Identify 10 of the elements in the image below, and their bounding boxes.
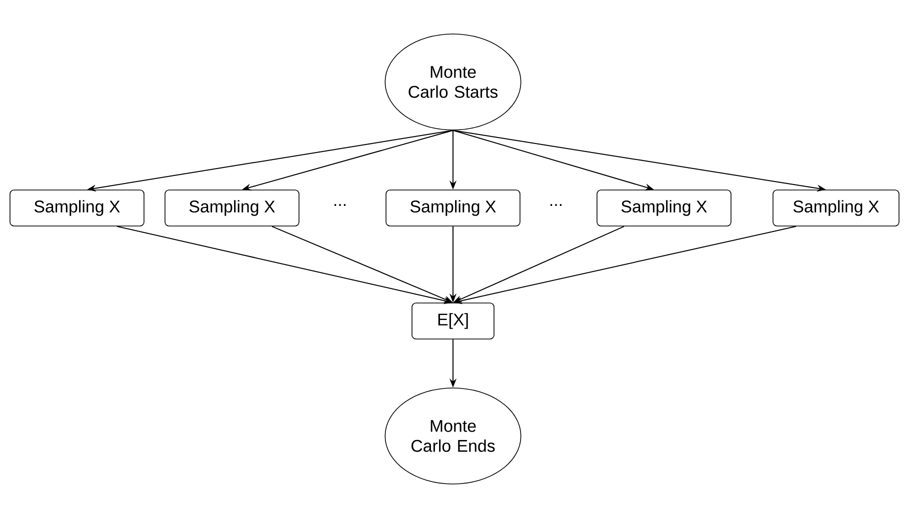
- process-box: Sampling X: [772, 190, 900, 226]
- ellipsis-label: ...: [550, 204, 562, 206]
- oval-node: Monte Carlo Ends: [384, 388, 522, 484]
- process-box: Sampling X: [10, 190, 144, 226]
- ellipsis-label: ...: [334, 204, 346, 206]
- process-box: Sampling X: [596, 190, 732, 226]
- process-box: Sampling X: [386, 190, 520, 226]
- oval-node: Monte Carlo Starts: [384, 34, 522, 130]
- process-box: Sampling X: [164, 190, 300, 226]
- process-box: E[X]: [412, 302, 494, 340]
